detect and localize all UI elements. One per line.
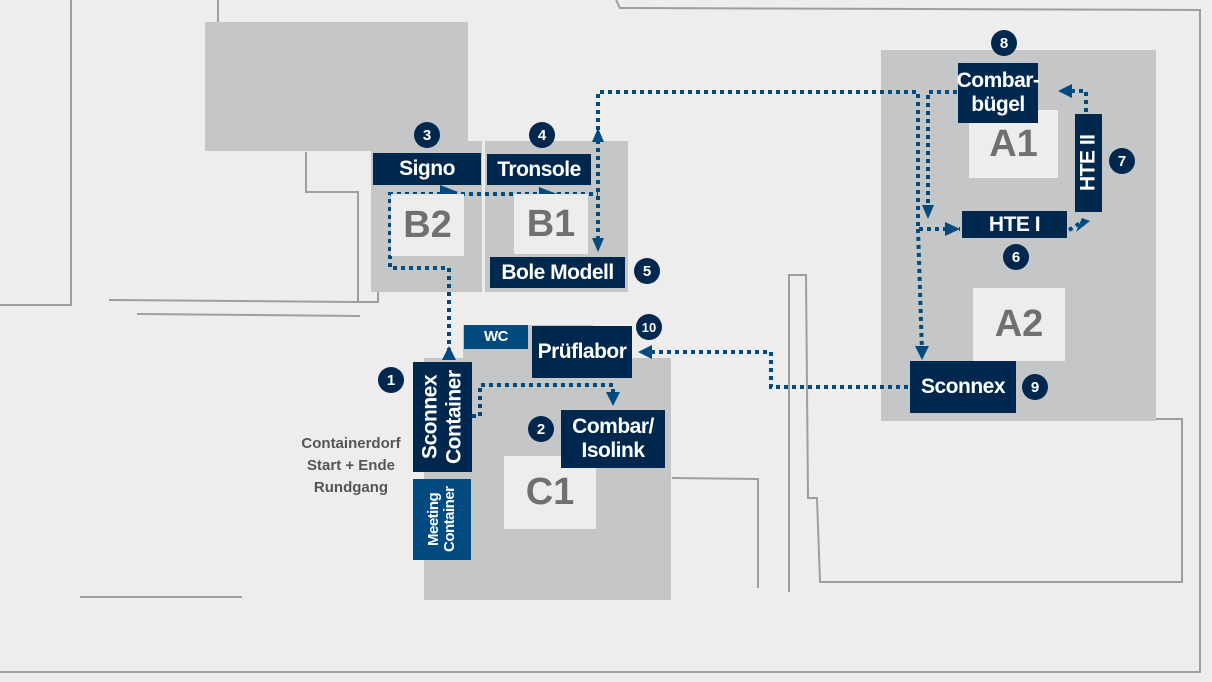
facility-meeting-container[interactable]: Meeting Container	[413, 479, 471, 560]
hall-b2: B2	[391, 194, 464, 256]
arrow-down-icon	[922, 205, 934, 219]
station-number-badge: 9	[1022, 374, 1048, 400]
route-hte1-hte2	[1067, 220, 1084, 232]
hall-c1: C1	[504, 456, 596, 529]
note-line: Containerdorf	[301, 435, 401, 452]
arrow-down-icon	[606, 392, 620, 406]
arrow-up-icon	[592, 128, 604, 142]
start-end-note: Containerdorf Start + Ende Rundgang	[296, 433, 406, 499]
station-prueflabor[interactable]: Prüflabor	[532, 326, 632, 378]
outline-b2-west	[305, 152, 379, 303]
arrow-down-icon	[915, 346, 929, 360]
station-number-badge: 1	[378, 367, 404, 393]
outline-street-2	[136, 313, 361, 317]
arrow-right-icon	[945, 222, 960, 236]
station-number-badge: 4	[529, 122, 555, 148]
arrow-diag-icon	[1076, 218, 1090, 232]
station-hte-1[interactable]: HTE I	[962, 211, 1067, 238]
outline-c1-east	[671, 477, 759, 588]
tour-route	[388, 89, 1088, 418]
station-number-badge: 2	[528, 416, 554, 442]
outline-site-boundary	[0, 0, 1201, 673]
arrow-left-icon	[1058, 84, 1072, 98]
site-outlines	[0, 0, 1201, 673]
station-sconnex[interactable]: Sconnex	[910, 361, 1016, 413]
arrow-up-icon	[442, 346, 456, 360]
hall-a2: A2	[973, 288, 1065, 361]
station-combarbuegel[interactable]: Combar- bügel	[957, 63, 1040, 123]
station-sconnex-container[interactable]: Sconnex Container	[413, 362, 472, 472]
note-line: Rundgang	[313, 479, 389, 496]
station-combar-isolink[interactable]: Combar/ Isolink	[561, 410, 665, 468]
route-sconnex-prueflabor	[650, 350, 908, 389]
station-tronsole[interactable]: Tronsole	[487, 154, 591, 185]
station-number-badge: 8	[991, 30, 1017, 56]
outline-east-annex	[788, 274, 1183, 592]
arrow-down-icon	[592, 238, 604, 252]
note-line: Start + Ende	[307, 457, 395, 474]
outline-west	[0, 0, 72, 306]
station-hte-2[interactable]: HTE II	[1075, 114, 1102, 212]
station-number-badge: 6	[1003, 244, 1029, 270]
route-combar-down	[926, 90, 957, 210]
station-number-badge: 10	[636, 314, 662, 340]
route-top-to-hte1	[596, 90, 960, 231]
station-bole-modell[interactable]: Bole Modell	[490, 257, 625, 288]
hall-b1: B1	[514, 194, 588, 254]
station-number-badge: 7	[1109, 148, 1135, 174]
station-number-badge: 3	[414, 122, 440, 148]
station-signo[interactable]: Signo	[373, 153, 481, 185]
facility-wc[interactable]: WC	[464, 325, 528, 349]
station-number-badge: 5	[634, 258, 660, 284]
arrow-left-icon	[638, 345, 652, 359]
outline-street-1	[108, 299, 359, 303]
